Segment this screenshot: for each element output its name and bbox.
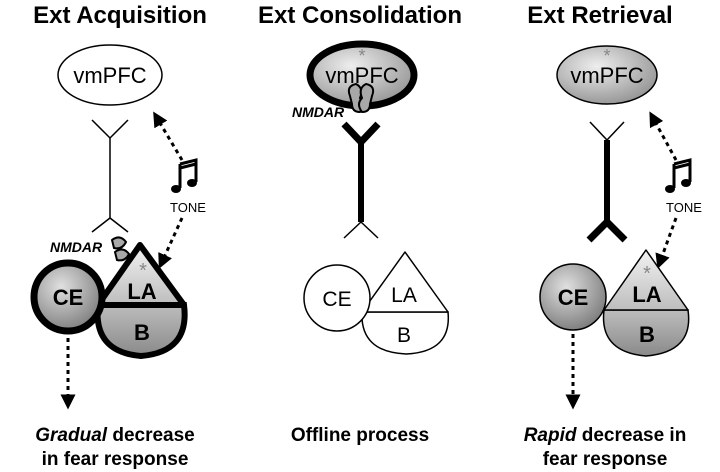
panel-retrieval: vmPFC * TONE CE LA B * [539, 45, 702, 410]
vmpfc-label: vmPFC [570, 63, 643, 88]
vmpfc-label: vmPFC [325, 63, 398, 88]
vmpfc-label: vmPFC [73, 63, 146, 88]
caption-text: decrease in [576, 425, 687, 446]
ce-nucleus [30, 259, 106, 335]
panel-acquisition: vmPFC TONE CE LA [30, 44, 206, 410]
vmpfc-node [57, 44, 163, 106]
ce-nucleus [303, 264, 371, 332]
receptor-icon [347, 82, 375, 114]
title-acquisition: Ext Acquisition [33, 2, 207, 29]
ce-label: CE [558, 285, 589, 310]
ce-label: CE [53, 285, 84, 310]
la-nucleus [603, 249, 689, 311]
dotted-arrow-icon [655, 217, 678, 270]
b-label: B [134, 320, 150, 345]
caption-acquisition: Gradual decrease in fear response [0, 424, 230, 472]
receptor-label: NMDAR [50, 239, 103, 255]
neuron-icon [91, 119, 129, 233]
b-label: B [639, 322, 655, 347]
b-nucleus [361, 311, 450, 355]
tone-label: TONE [666, 200, 702, 215]
ce-nucleus [539, 263, 607, 331]
title-consolidation: Ext Consolidation [258, 2, 462, 29]
caption-text: Offline process [290, 425, 430, 446]
neuron-icon [586, 121, 628, 243]
receptor-label: NMDAR [292, 104, 345, 120]
caption-emphasis: Rapid [523, 425, 577, 446]
neuron-icon [341, 121, 381, 239]
caption-line2: fear response [542, 449, 668, 470]
la-label: LA [391, 284, 417, 307]
caption-emphasis: Gradual [35, 425, 108, 446]
caption-consolidation: Offline process [250, 424, 470, 448]
vmpfc-node [556, 45, 658, 105]
dotted-arrow-icon [649, 111, 678, 161]
tone-label: TONE [170, 200, 206, 215]
title-retrieval: Ext Retrieval [527, 2, 673, 29]
la-label: LA [632, 282, 661, 307]
caption-line2: in fear response [41, 449, 189, 470]
la-nucleus [95, 242, 187, 308]
asterisk-icon: * [358, 46, 365, 66]
panel-consolidation: vmPFC * NMDAR CE LA B [292, 40, 450, 355]
music-note-icon [665, 158, 692, 193]
b-label: B [397, 324, 411, 347]
caption-text: decrease [107, 425, 195, 446]
asterisk-icon: * [603, 46, 610, 66]
dotted-arrow-icon [158, 217, 184, 269]
la-label: LA [127, 279, 156, 304]
asterisk-icon: * [643, 263, 651, 285]
dotted-arrow-icon [153, 111, 184, 161]
b-nucleus [602, 309, 690, 357]
la-nucleus [361, 251, 449, 313]
asterisk-icon: * [139, 260, 147, 282]
ce-label: CE [322, 288, 351, 311]
b-nucleus [94, 302, 188, 360]
music-note-icon [171, 158, 198, 193]
receptor-icon [110, 236, 131, 262]
caption-retrieval: Rapid decrease in fear response [490, 424, 720, 472]
